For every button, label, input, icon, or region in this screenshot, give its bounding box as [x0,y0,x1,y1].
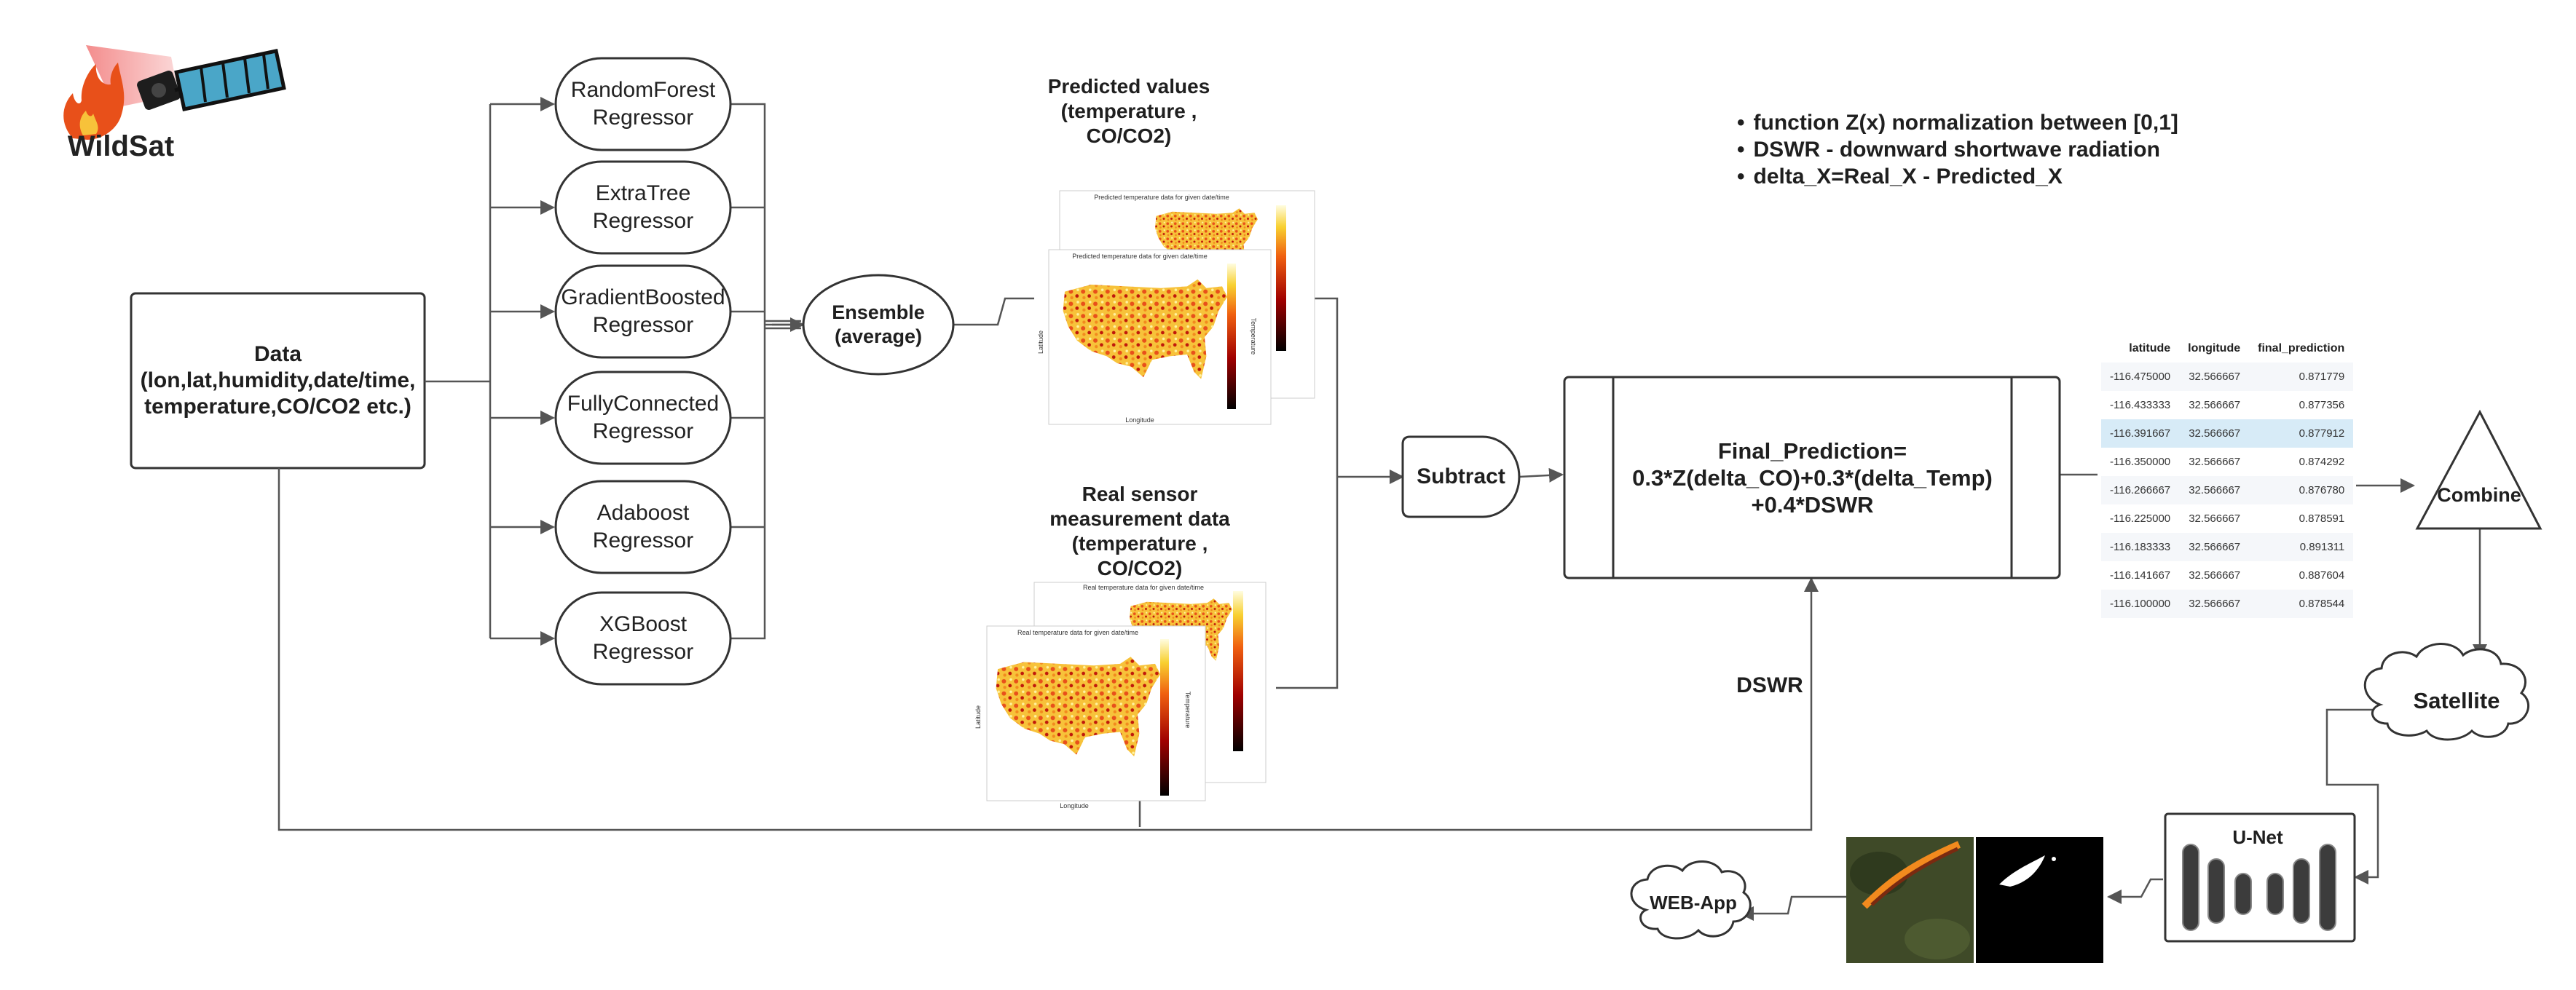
webapp-label: WEB-App [1650,891,1737,914]
real-plot-stack: Real temperature data for given date/tim… [974,582,1267,809]
real-heading: Real sensor measurement data (temperatur… [1049,483,1230,579]
svg-text:Longitude: Longitude [1060,802,1089,809]
predicted-plot-title-back: Predicted temperature data for given dat… [1094,194,1229,201]
column-header: final_prediction [2258,342,2345,355]
notes-list: function Z(x) normalization between [0,1… [1737,109,2178,190]
combine-node [2415,409,2542,530]
svg-text:Latitude: Latitude [974,705,982,729]
ensemble-node [802,274,955,376]
unet-label: U-Net [2232,825,2283,848]
satellite-icon [137,49,286,111]
svg-text:Temperature: Temperature [1184,692,1192,729]
regressor-group [554,57,732,686]
colorbar [1227,264,1236,409]
predicted-plot-title: Predicted temperature data for given dat… [1072,253,1208,260]
fire-mask-image [1976,837,2103,963]
flame-icon [63,63,125,140]
svg-text:Longitude: Longitude [1125,416,1154,424]
svg-text:Latitude: Latitude [1037,330,1044,354]
dswr-label: DSWR [1736,673,1803,697]
final-prediction-box [1563,376,2061,579]
logo-text: WildSat [68,130,174,162]
column-header: latitude [2129,342,2171,355]
regressor-node [554,480,732,574]
colorbar [1160,639,1169,796]
column-header: longitude [2188,342,2241,355]
subtract-node [1401,435,1521,518]
satellite-label: Satellite [2413,688,2500,713]
webapp-cloud-node [1630,860,1752,940]
note-item: DSWR - downward shortwave radiation [1737,136,2178,163]
combine-label: Combine [2437,483,2521,506]
predicted-plot-stack: Predicted temperature data for given dat… [1037,190,1315,425]
predicted-heading: Predicted values (temperature , CO/CO2) [1047,74,1210,147]
satellite-cloud-node [2363,643,2529,741]
fire-detection-images [1846,837,2103,963]
note-item: delta_X=Real_X - Predicted_X [1737,163,2178,190]
note-item: function Z(x) normalization between [0,1… [1737,109,2178,136]
unet-architecture-icon [2182,844,2336,931]
real-plot-title: Real temperature data for given date/tim… [1017,629,1138,636]
final-prediction-label: Final_Prediction= 0.3*Z(delta_CO)+0.3*(d… [1632,437,1993,518]
regressor-node [554,371,732,465]
regressor-node [554,57,732,151]
regressor-node [554,160,732,255]
regressor-node [554,591,732,686]
svg-text:Temperature: Temperature [1250,318,1257,355]
regressor-node [554,264,732,359]
ensemble-label: Ensemble(average) [832,301,925,347]
subtract-label: Subtract [1417,464,1505,488]
data-box-label: Data (lon,lat,humidity,date/time, temper… [140,342,416,419]
prediction-table: latitude longitude final_prediction -116… [2101,335,2354,618]
real-plot-title-back: Real temperature data for given date/tim… [1083,584,1204,591]
connectors [277,97,2487,921]
wildsat-logo: WildSat [63,45,286,162]
table-header-row: latitude longitude final_prediction [2101,335,2353,363]
